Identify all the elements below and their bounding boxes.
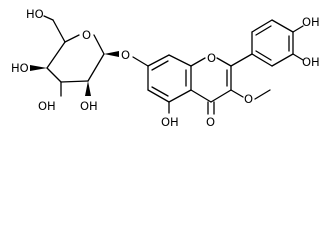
bond	[216, 57, 232, 67]
bond	[151, 60, 169, 71]
bond	[254, 89, 271, 100]
bond	[93, 34, 105, 55]
atom-label-o-ring-flavone: O	[207, 51, 216, 65]
bond	[46, 41, 66, 69]
bond	[230, 89, 244, 98]
bond	[251, 53, 273, 67]
bond	[60, 80, 89, 83]
bond	[132, 56, 149, 67]
atom-label-o-glycosidic: O	[121, 48, 130, 62]
bond	[255, 50, 272, 61]
bond	[230, 53, 253, 67]
atom-label-o-ring-sugar: O	[82, 28, 91, 42]
atom-label-oh-4prime: OH	[302, 15, 320, 29]
bond	[151, 86, 169, 97]
bond	[147, 89, 170, 103]
wedge-bond	[104, 51, 119, 57]
atom-label-o-methoxy: O	[244, 92, 253, 106]
bond	[210, 89, 232, 103]
atom-label-oh-c2: OH	[80, 99, 98, 113]
atom-label-ho-c6: HO	[26, 7, 44, 21]
bond	[255, 25, 272, 36]
bond	[251, 19, 273, 33]
bond	[147, 54, 170, 67]
atom-label-oh-c5: OH	[161, 115, 179, 129]
bond	[64, 34, 80, 43]
atom-label-o-carbonyl: O	[206, 115, 215, 129]
wedge-bond	[85, 81, 91, 96]
bond	[190, 89, 212, 103]
bond	[271, 19, 294, 33]
bond	[168, 89, 192, 103]
bond	[168, 54, 192, 67]
wedge-bond	[30, 65, 47, 71]
bond	[52, 19, 66, 43]
atom-label-oh-3prime: OH	[302, 55, 320, 69]
glucose-moiety	[30, 15, 119, 97]
b-ring	[230, 19, 304, 67]
atom-label-ho-c4: HO	[11, 61, 29, 75]
bond	[190, 57, 206, 67]
bond	[271, 53, 294, 67]
bond	[87, 53, 105, 82]
flavone-core	[132, 54, 271, 115]
bond	[292, 25, 304, 33]
bond	[43, 15, 54, 21]
atom-label-oh-c3: OH	[38, 99, 56, 113]
atom-labels: HO HO OH OH O O O OH O O OH OH	[11, 7, 320, 129]
bond	[292, 53, 304, 61]
structure-diagram: HO HO OH OH O O O OH O O OH OH	[11, 7, 320, 129]
bond	[46, 67, 62, 83]
